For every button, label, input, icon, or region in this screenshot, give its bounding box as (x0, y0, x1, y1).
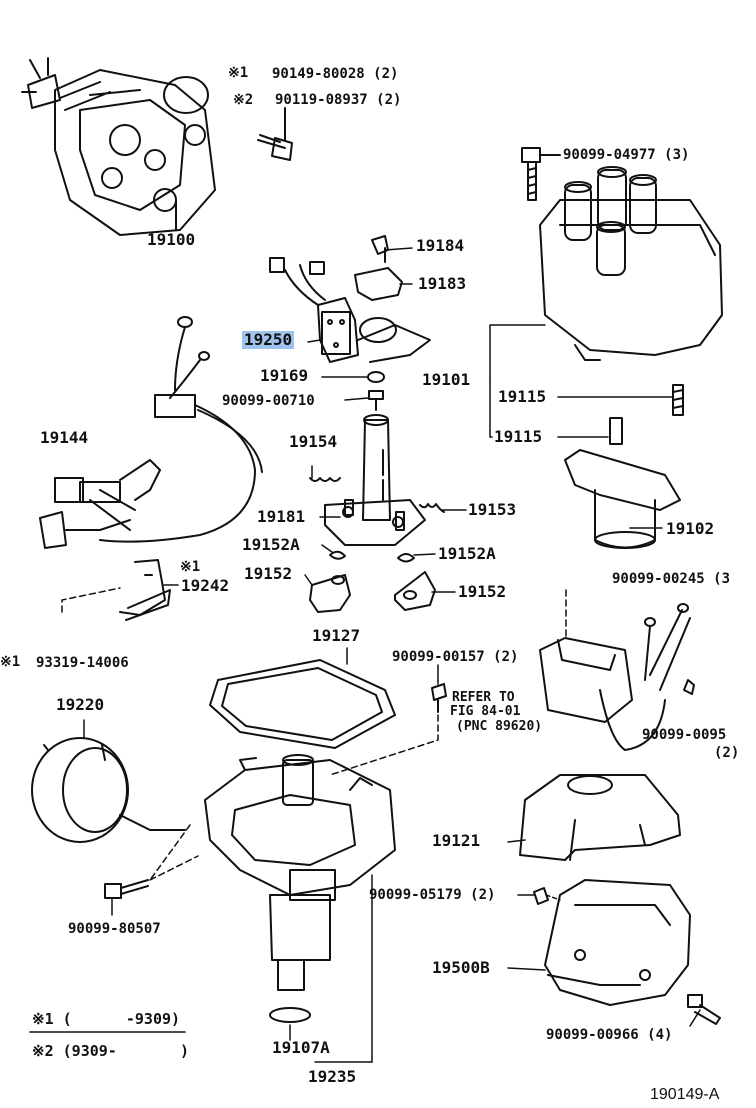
part-label-90099-04977[interactable]: 90099-04977 (3) (563, 147, 690, 163)
note-ref-2-mark: ※2 (233, 92, 254, 108)
part-label-19184[interactable]: 19184 (416, 236, 465, 255)
screw-90099-00710-illustration (368, 390, 384, 411)
legend-2-range: (9309- ) (62, 1042, 190, 1060)
wire-harness-illustration (39, 316, 263, 549)
part-label-19154[interactable]: 19154 (289, 432, 338, 451)
note-ref-2-part: 90119-08937 (2) (275, 92, 402, 108)
carbon-brush-illustration (609, 384, 684, 445)
refer-note-line-3: (PNC 89620) (456, 719, 543, 734)
legend-1-range: ( -9309) (62, 1010, 181, 1028)
igniter-19250-illustration (269, 257, 431, 363)
part-label-19101[interactable]: 19101 (422, 370, 471, 389)
part-label-19115-lower[interactable]: 19115 (494, 427, 543, 446)
part-label-19102[interactable]: 19102 (666, 519, 715, 538)
distributor-assembly-illustration (21, 57, 216, 236)
part-label-19220[interactable]: 19220 (56, 695, 105, 714)
legend-1-mark: ※1 (32, 1010, 54, 1028)
ignition-module-illustration (539, 589, 695, 751)
part-label-19169[interactable]: 19169 (260, 366, 309, 385)
part-93319-note-mark: ※1 (0, 654, 21, 670)
screw-90099-05179-illustration (517, 887, 561, 905)
bracket-19242-illustration (119, 559, 171, 621)
housing-19500B-illustration (507, 879, 691, 1006)
legend-row-2: ※2 (9309- ) (32, 1042, 189, 1060)
bolt-90119-illustration (257, 107, 293, 161)
part-label-19115-upper[interactable]: 19115 (498, 387, 547, 406)
part-label-19242[interactable]: 19242 (181, 576, 230, 595)
part-label-19153[interactable]: 19153 (468, 500, 517, 519)
leader-lines (61, 247, 673, 613)
bolt-90099-04977-illustration (521, 147, 561, 201)
part-label-19144[interactable]: 19144 (40, 428, 89, 447)
part-label-19127[interactable]: 19127 (312, 626, 361, 645)
part-label-93319-14006[interactable]: 93319-14006 (36, 655, 129, 671)
part-label-90099-00157[interactable]: 90099-00157 (2) (392, 649, 519, 665)
clip-19152A-left-illustration (329, 550, 346, 560)
part-label-19152-right[interactable]: 19152 (458, 582, 507, 601)
figure-id: 190149-A (650, 1086, 720, 1103)
part-label-90099-80507[interactable]: 90099-80507 (68, 921, 161, 937)
bolt-90099-00157-illustration (329, 664, 447, 776)
gasket-19127-illustration (209, 647, 396, 749)
part-label-19107A[interactable]: 19107A (272, 1038, 330, 1057)
bolt-90099-80507-illustration (104, 855, 199, 916)
part-label-19235[interactable]: 19235 (308, 1067, 357, 1086)
part-label-19183[interactable]: 19183 (418, 274, 467, 293)
vacuum-advance-illustration (31, 719, 191, 881)
clip-19152A-right-illustration (397, 553, 415, 563)
part-19242-note-mark: ※1 (180, 559, 201, 575)
rotor-illustration (564, 449, 681, 549)
legend-2-mark: ※2 (32, 1042, 54, 1060)
part-label-19152A-left[interactable]: 19152A (242, 535, 300, 554)
part-label-90099-0095x[interactable]: 90099-0095 (642, 727, 727, 743)
housing-cover-19121-illustration (507, 774, 681, 861)
part-label-90099-00710[interactable]: 90099-00710 (222, 393, 315, 409)
part-label-90099-00245[interactable]: 90099-00245 (3 (612, 571, 731, 587)
part-label-19181[interactable]: 19181 (257, 507, 306, 526)
part-label-90099-0095x-qty: (2) (714, 745, 740, 761)
terminal-19184-illustration (371, 235, 389, 263)
part-label-19121[interactable]: 19121 (432, 831, 481, 850)
part-label-90099-00966[interactable]: 90099-00966 (4) (546, 1027, 673, 1043)
coil-19183-illustration (354, 267, 403, 301)
spring-19154-illustration (309, 477, 341, 482)
part-label-19100[interactable]: 19100 (147, 230, 196, 249)
washer-19169-illustration (367, 371, 385, 383)
distributor-cap-illustration (539, 166, 723, 361)
note-ref-1-part: 90149-80028 (2) (272, 66, 399, 82)
governor-weight-left-illustration (309, 574, 351, 613)
refer-note-line-1: REFER TO (452, 690, 515, 705)
distributor-housing-illustration (204, 754, 396, 1063)
part-label-19152-left[interactable]: 19152 (244, 564, 293, 583)
part-label-19152A-right[interactable]: 19152A (438, 544, 496, 563)
bolt-90099-00966-illustration (687, 994, 721, 1027)
governor-shaft-illustration (324, 414, 426, 546)
part-label-19250-selected[interactable]: 19250 (242, 330, 295, 349)
legend-row-1: ※1 ( -9309) (32, 1010, 180, 1028)
refer-note-line-2[interactable]: FIG 84-01 (450, 704, 521, 719)
part-label-90099-05179[interactable]: 90099-05179 (2) (369, 887, 496, 903)
spring-19153-illustration (419, 503, 445, 513)
governor-weight-right-illustration (394, 571, 436, 611)
note-ref-1-mark: ※1 (228, 65, 249, 81)
part-label-19500B[interactable]: 19500B (432, 958, 490, 977)
